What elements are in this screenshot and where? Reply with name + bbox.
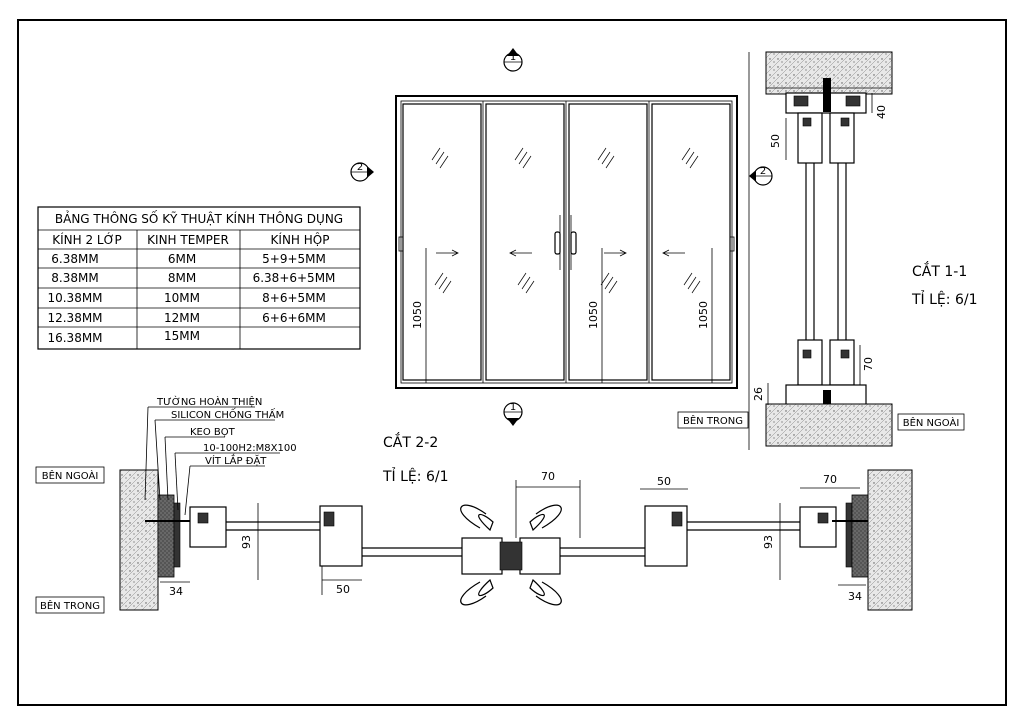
- table-cell: 8+6+5MM: [262, 291, 326, 305]
- table-cell: 10.38MM: [47, 291, 102, 305]
- dim-40: 40: [875, 105, 888, 119]
- height-dim: 1050: [697, 301, 710, 329]
- table-cell: 8.38MM: [51, 271, 98, 285]
- section-marker-top: 1: [503, 48, 523, 72]
- door-elevation: 1050 1050 1050 1 1 2 2: [350, 48, 773, 426]
- dim-50: 50: [769, 134, 782, 148]
- callout-anchor: 10-100H2:M8X100: [203, 443, 297, 454]
- svg-text:1: 1: [510, 52, 516, 63]
- dim-70-center: 70: [541, 470, 555, 483]
- table-title: BẢNG THÔNG SỐ KỸ THUẬT KÍNH THÔNG DỤNG: [55, 210, 343, 226]
- table-header-tempered: KINH TEMPER: [147, 233, 229, 247]
- table-cell: 10MM: [164, 291, 200, 305]
- dim-34-right: 34: [848, 590, 862, 603]
- svg-text:1: 1: [510, 402, 516, 413]
- section-1-1: 40 50 70 26 CẮT 1-1 TỈ LỆ: 6/1 BÊN TRONG…: [677, 51, 977, 450]
- table-header-laminated: KÍNH 2 LỚP: [52, 232, 122, 247]
- height-dim: 1050: [587, 301, 600, 329]
- table-cell: 12MM: [164, 311, 200, 325]
- table-cell: 16.38MM: [47, 331, 102, 345]
- svg-text:2: 2: [357, 162, 363, 173]
- section-marker-right: 2: [749, 166, 773, 186]
- dim-70: 70: [862, 357, 875, 371]
- dim-93-right: 93: [762, 535, 775, 549]
- inside-label-left: BÊN TRONG: [40, 599, 100, 612]
- callout-screw: VÍT LẮP ĐẶT: [205, 453, 267, 467]
- table-cell: 6MM: [168, 252, 196, 266]
- table-cell: 15MM: [164, 329, 200, 343]
- sheet-border: [17, 19, 1007, 706]
- dim-93-left: 93: [240, 535, 253, 549]
- section-2-2-scale: TỈ LỆ: 6/1: [382, 467, 448, 485]
- section-2-2: 93 34 50 70 50 70 93 34 TƯỜNG HOÀN THIỆN…: [35, 395, 913, 614]
- callout-finished-wall: TƯỜNG HOÀN THIỆN: [156, 395, 262, 408]
- glass-spec-table: BẢNG THÔNG SỐ KỸ THUẬT KÍNH THÔNG DỤNG K…: [37, 206, 361, 350]
- table-cell: 12.38MM: [47, 311, 102, 325]
- dim-26: 26: [752, 387, 765, 401]
- table-cell: 5+9+5MM: [262, 252, 326, 266]
- dim-70-right: 70: [823, 473, 837, 486]
- svg-text:2: 2: [760, 166, 766, 177]
- table-cell: 8MM: [168, 271, 196, 285]
- dim-50-right: 50: [657, 475, 671, 488]
- callout-foam: KEO BỌT: [190, 427, 236, 438]
- table-cell: 6.38+6+5MM: [253, 271, 336, 285]
- section-2-2-title: CẮT 2-2: [383, 432, 438, 451]
- outside-label-left: BÊN NGOÀI: [42, 469, 99, 482]
- height-dim: 1050: [411, 301, 424, 329]
- callout-silicone: SILICON CHỐNG THẤM: [171, 407, 284, 421]
- table-cell: 6+6+6MM: [262, 311, 326, 325]
- outside-label: BÊN NGOÀI: [903, 416, 960, 429]
- table-header-insulated: KÍNH HỘP: [271, 232, 330, 247]
- section-1-1-scale: TỈ LỆ: 6/1: [911, 290, 977, 308]
- table-cell: 6.38MM: [51, 252, 98, 266]
- section-marker-left: 2: [350, 162, 374, 182]
- dim-50-left: 50: [336, 583, 350, 596]
- inside-label: BÊN TRONG: [683, 414, 743, 427]
- section-marker-bottom: 1: [503, 402, 523, 426]
- dim-34-left: 34: [169, 585, 183, 598]
- section-1-1-title: CẮT 1-1: [912, 261, 967, 280]
